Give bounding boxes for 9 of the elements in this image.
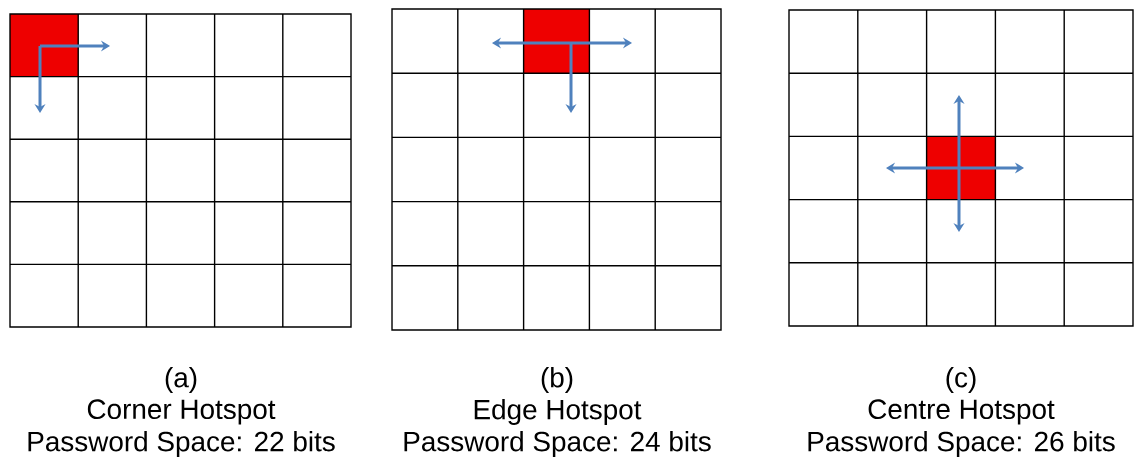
caption-text: Password Space: 24 bits	[404, 431, 711, 457]
caption-text: Password Space: 22 bits	[28, 431, 335, 457]
panel-title: Edge Hotspot	[474, 399, 642, 425]
panel-title: Corner Hotspot	[87, 399, 276, 425]
panel-title: Centre Hotspot	[868, 399, 1055, 425]
caption-text: Password Space: 26 bits	[808, 431, 1115, 457]
panel-label: (a)	[165, 367, 197, 393]
panel-label: (c)	[946, 367, 976, 393]
panel-label: (b)	[541, 367, 573, 393]
